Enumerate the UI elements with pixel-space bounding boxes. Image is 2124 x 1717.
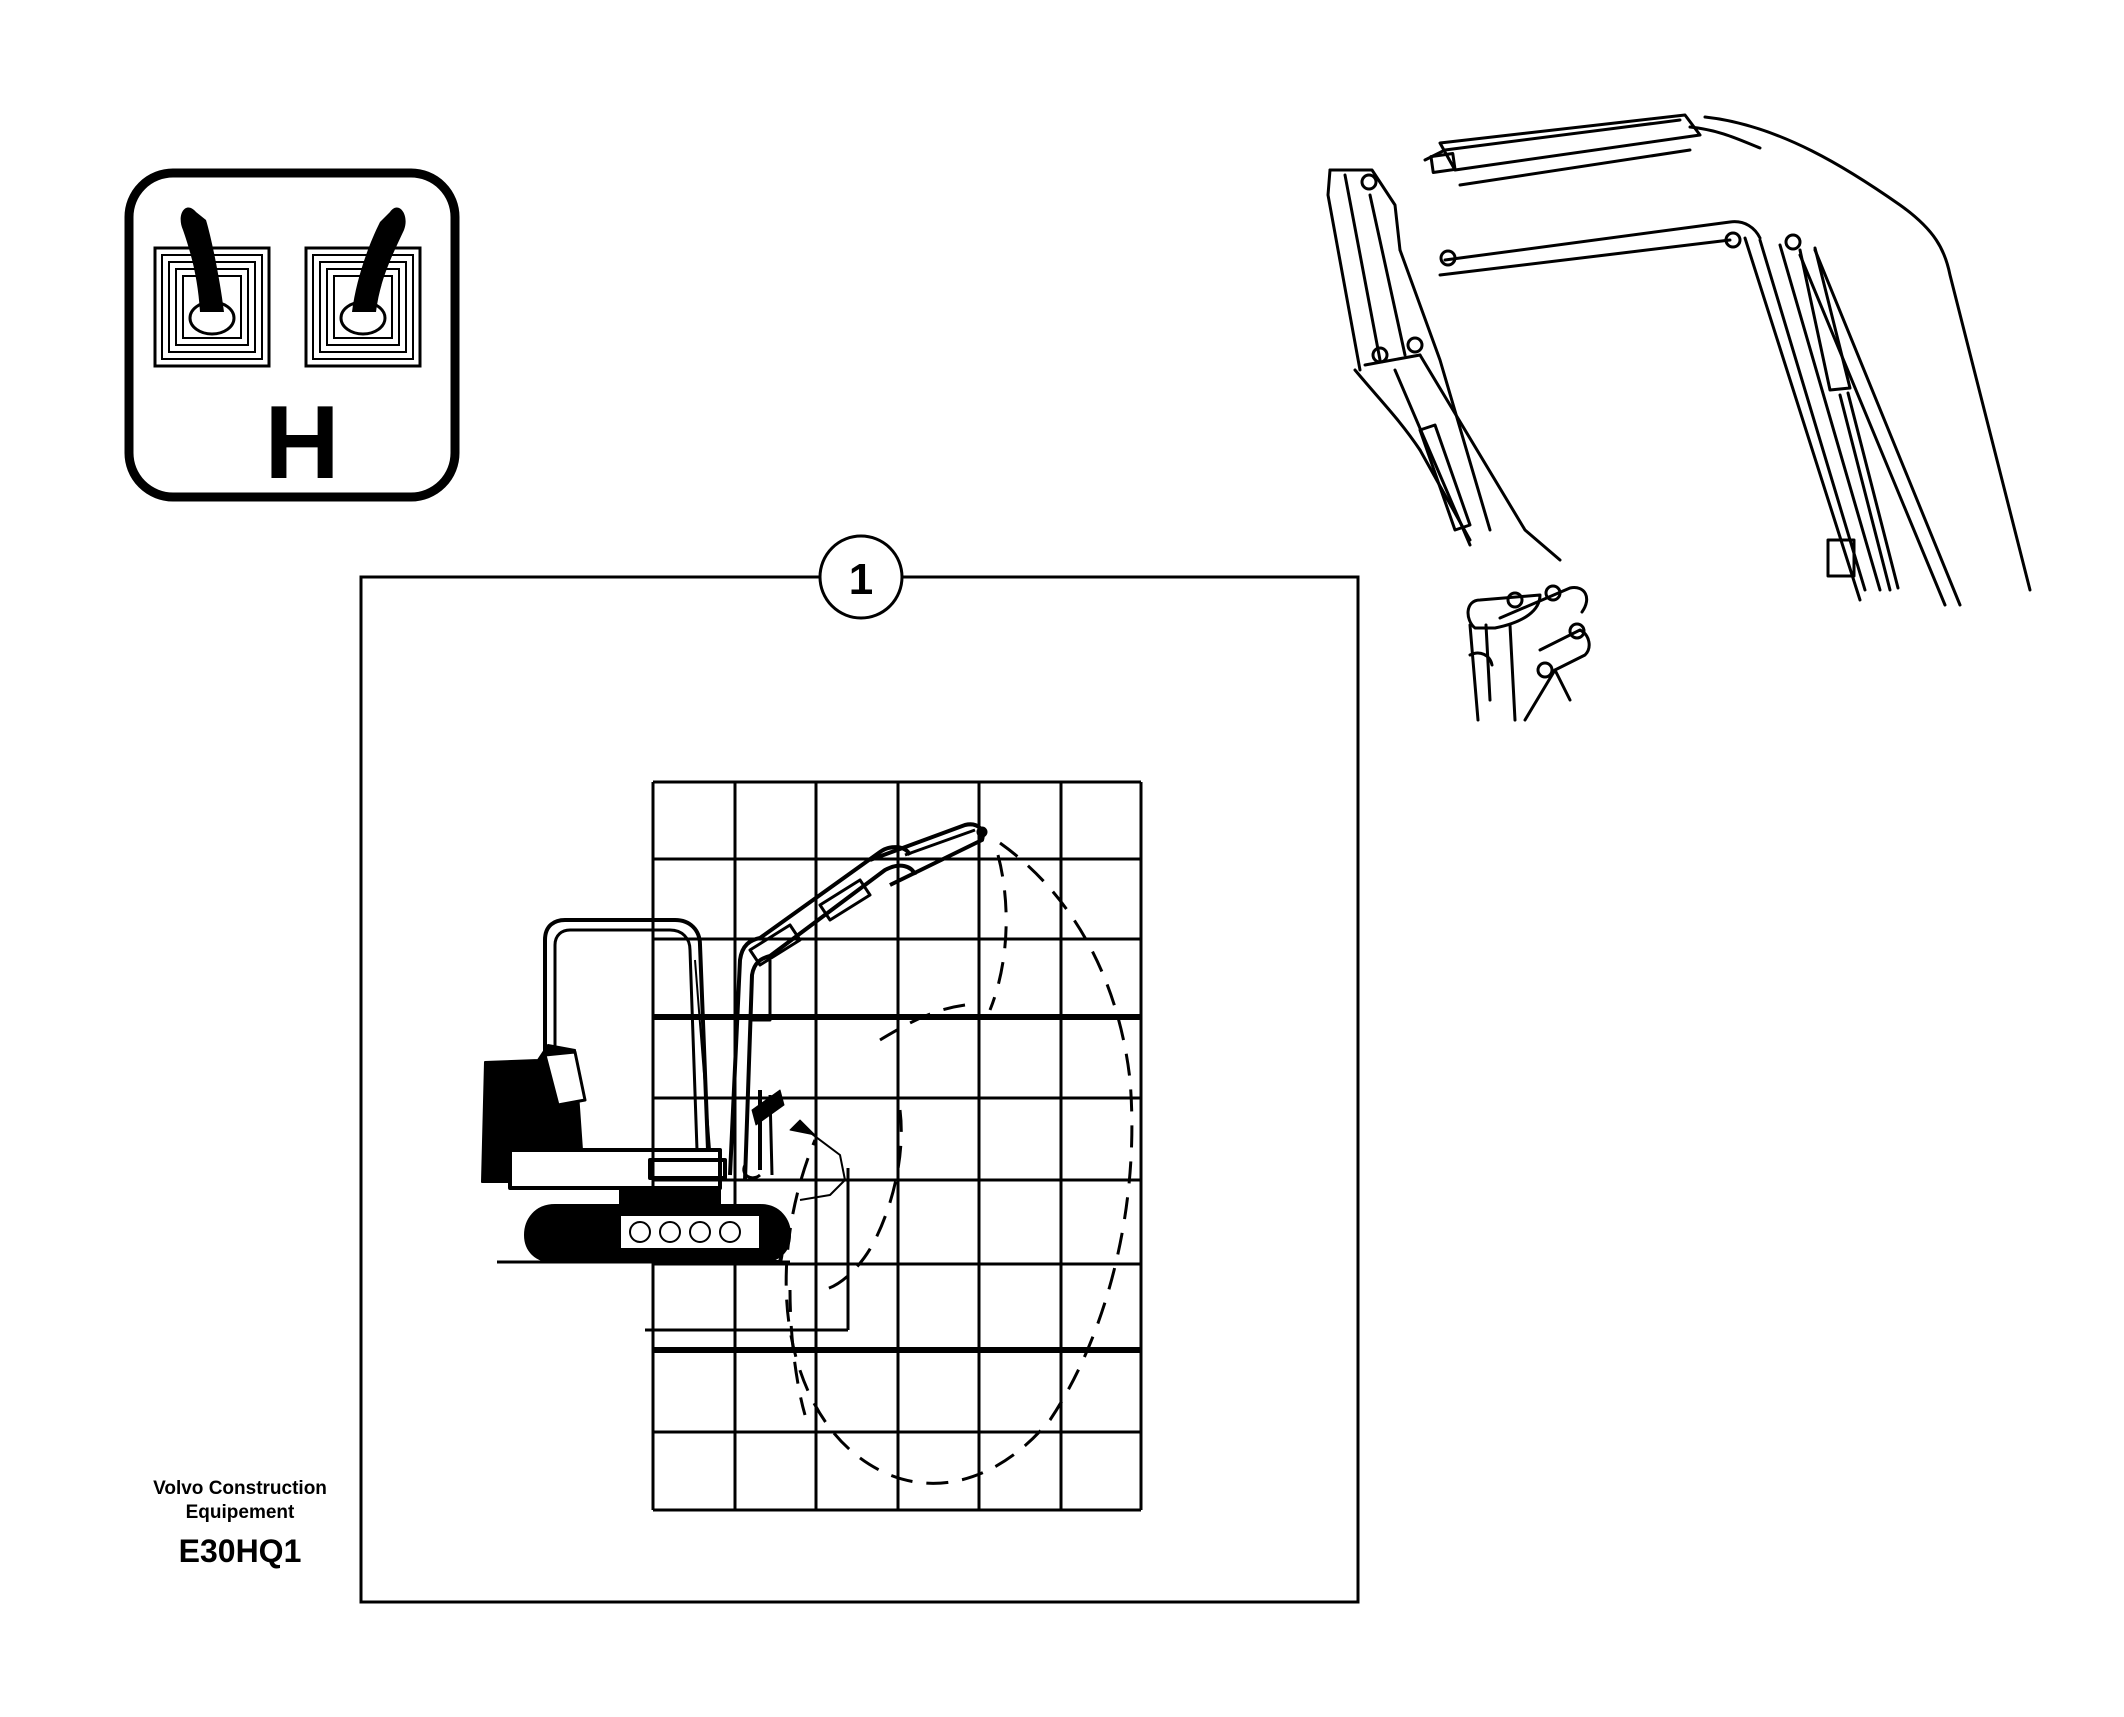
left-joystick-icon (153, 207, 271, 368)
working-range-frame: 1 (359, 534, 1360, 1604)
boom-arm-illustration (1326, 113, 2032, 722)
reach-envelope (784, 841, 1134, 1485)
control-pattern-symbol: H (124, 168, 460, 502)
manufacturer-line-1: Volvo Construction (153, 1478, 327, 1499)
excavator-silhouette (481, 822, 988, 1264)
pattern-letter: H (264, 385, 339, 501)
right-joystick-icon (304, 207, 422, 368)
callout-number: 1 (849, 555, 873, 604)
manufacturer-line-2: Equipement (185, 1502, 295, 1523)
figure-code: E30HQ1 (178, 1533, 302, 1569)
working-range-grid (497, 780, 1143, 1512)
callout-circle (818, 534, 904, 620)
